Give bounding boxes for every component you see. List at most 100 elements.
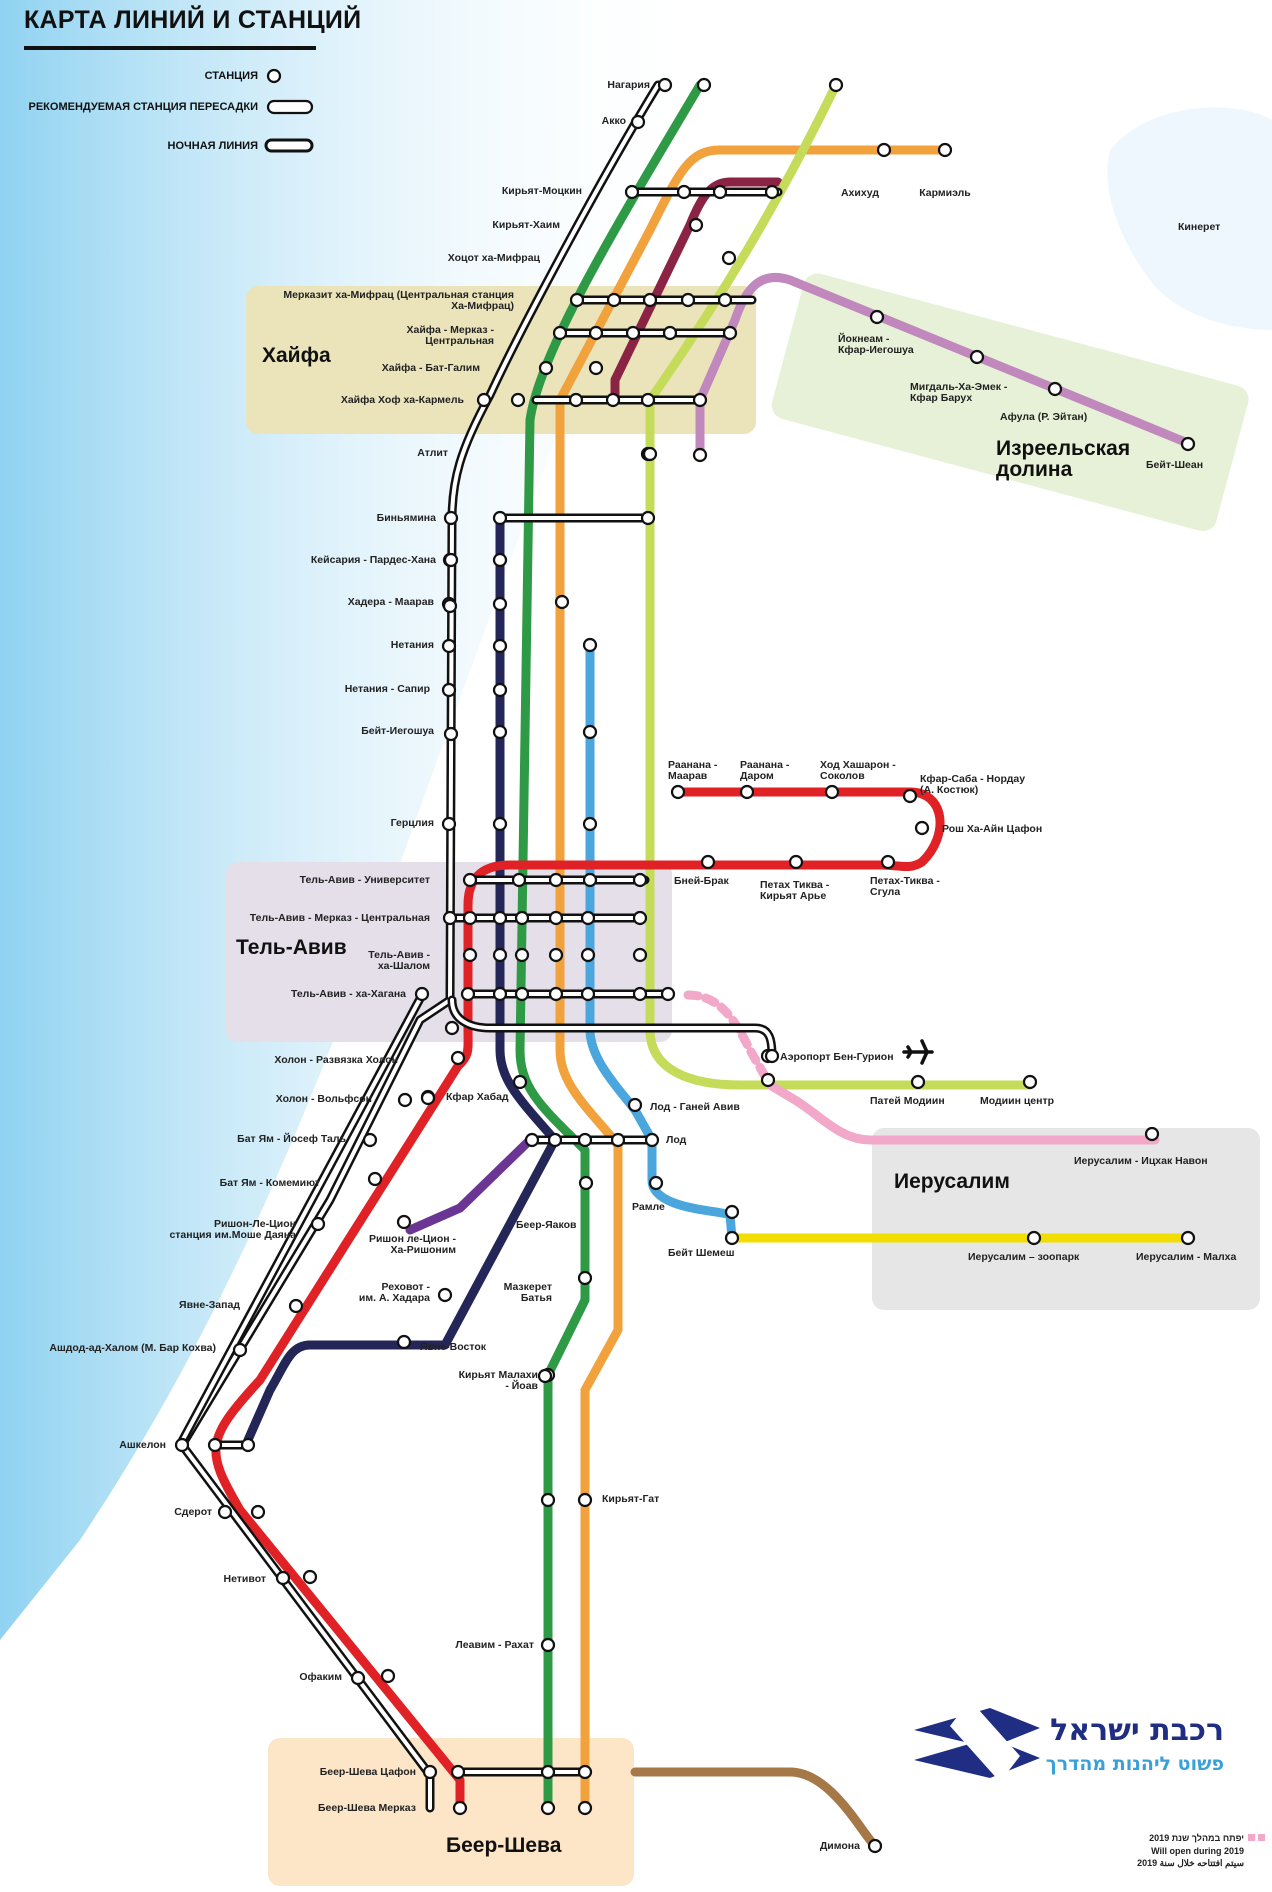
station-dot[interactable] — [568, 392, 584, 408]
station-dot[interactable] — [632, 986, 648, 1002]
station-dot[interactable] — [443, 552, 459, 568]
station-dot[interactable] — [605, 392, 621, 408]
station-dot[interactable] — [876, 142, 892, 158]
station-dot[interactable] — [688, 217, 704, 233]
station-dot[interactable] — [444, 1020, 460, 1036]
station-dot[interactable] — [548, 872, 564, 888]
station-dot[interactable] — [1180, 436, 1196, 452]
station-dot[interactable] — [511, 872, 527, 888]
station-dot[interactable] — [552, 325, 568, 341]
station-dot[interactable] — [724, 1204, 740, 1220]
station-dot[interactable] — [582, 816, 598, 832]
station-dot[interactable] — [492, 724, 508, 740]
station-dot[interactable] — [588, 360, 604, 376]
station-dot[interactable] — [869, 309, 885, 325]
station-dot[interactable] — [692, 447, 708, 463]
station-dot[interactable] — [442, 910, 458, 926]
station-dot[interactable] — [397, 1092, 413, 1108]
station-dot[interactable] — [554, 594, 570, 610]
station-dot[interactable] — [540, 1637, 556, 1653]
station-dot[interactable] — [721, 250, 737, 266]
station-dot[interactable] — [441, 816, 457, 832]
station-dot[interactable] — [510, 392, 526, 408]
station-dot[interactable] — [414, 986, 430, 1002]
station-dot[interactable] — [441, 638, 457, 654]
station-dot[interactable] — [442, 598, 458, 614]
station-dot[interactable] — [577, 1492, 593, 1508]
station-dot[interactable] — [450, 1764, 466, 1780]
station-dot[interactable] — [642, 446, 658, 462]
station-dot[interactable] — [537, 1368, 553, 1384]
station-dot[interactable] — [462, 947, 478, 963]
station-dot[interactable] — [476, 392, 492, 408]
station-dot[interactable] — [610, 1132, 626, 1148]
station-dot[interactable] — [443, 510, 459, 526]
station-dot[interactable] — [396, 1214, 412, 1230]
station-dot[interactable] — [380, 1668, 396, 1684]
station-dot[interactable] — [580, 986, 596, 1002]
station-dot[interactable] — [514, 986, 530, 1002]
station-dot[interactable] — [1022, 1074, 1038, 1090]
station-dot[interactable] — [443, 726, 459, 742]
station-dot[interactable] — [275, 1570, 291, 1586]
station-dot[interactable] — [670, 784, 686, 800]
station-dot[interactable] — [969, 349, 985, 365]
station-dot[interactable] — [350, 1670, 366, 1686]
station-dot[interactable] — [367, 1171, 383, 1187]
station-dot[interactable] — [538, 360, 554, 376]
station-dot[interactable] — [362, 1132, 378, 1148]
station-dot[interactable] — [232, 1342, 248, 1358]
station-dot[interactable] — [492, 596, 508, 612]
station-dot[interactable] — [452, 1800, 468, 1816]
station-dot[interactable] — [492, 552, 508, 568]
station-dot[interactable] — [582, 724, 598, 740]
station-dot[interactable] — [739, 784, 755, 800]
station-dot[interactable] — [627, 1097, 643, 1113]
station-dot[interactable] — [548, 986, 564, 1002]
station-dot[interactable] — [514, 910, 530, 926]
station-dot[interactable] — [207, 1437, 223, 1453]
station-dot[interactable] — [437, 1287, 453, 1303]
station-dot[interactable] — [724, 1230, 740, 1246]
station-dot[interactable] — [310, 1216, 326, 1232]
station-dot[interactable] — [660, 986, 676, 1002]
station-dot[interactable] — [441, 682, 457, 698]
station-dot[interactable] — [657, 77, 673, 93]
station-dot[interactable] — [580, 910, 596, 926]
station-dot[interactable] — [492, 682, 508, 698]
station-dot[interactable] — [217, 1504, 233, 1520]
station-dot[interactable] — [302, 1569, 318, 1585]
station-dot[interactable] — [717, 292, 733, 308]
station-dot[interactable] — [540, 1492, 556, 1508]
station-dot[interactable] — [648, 1175, 664, 1191]
station-dot[interactable] — [828, 77, 844, 93]
station-dot[interactable] — [174, 1437, 190, 1453]
station-dot[interactable] — [676, 184, 692, 200]
station-dot[interactable] — [396, 1334, 412, 1350]
station-dot[interactable] — [606, 292, 622, 308]
station-dot[interactable] — [514, 947, 530, 963]
station-dot[interactable] — [462, 872, 478, 888]
station-dot[interactable] — [569, 292, 585, 308]
station-dot[interactable] — [512, 1074, 528, 1090]
station-dot[interactable] — [632, 910, 648, 926]
station-dot[interactable] — [1180, 1230, 1196, 1246]
station-dot[interactable] — [577, 1800, 593, 1816]
station-dot[interactable] — [867, 1838, 883, 1854]
station-dot[interactable] — [902, 788, 918, 804]
station-dot[interactable] — [547, 1132, 563, 1148]
station-dot[interactable] — [632, 947, 648, 963]
station-dot[interactable] — [910, 1074, 926, 1090]
station-dot[interactable] — [577, 1132, 593, 1148]
station-dot[interactable] — [662, 325, 678, 341]
station-dot[interactable] — [548, 947, 564, 963]
station-dot[interactable] — [880, 854, 896, 870]
station-dot[interactable] — [1026, 1230, 1042, 1246]
station-dot[interactable] — [582, 872, 598, 888]
station-dot[interactable] — [580, 947, 596, 963]
station-dot[interactable] — [577, 1270, 593, 1286]
station-dot[interactable] — [577, 1764, 593, 1780]
station-dot[interactable] — [937, 142, 953, 158]
station-dot[interactable] — [450, 1050, 466, 1066]
station-dot[interactable] — [492, 910, 508, 926]
